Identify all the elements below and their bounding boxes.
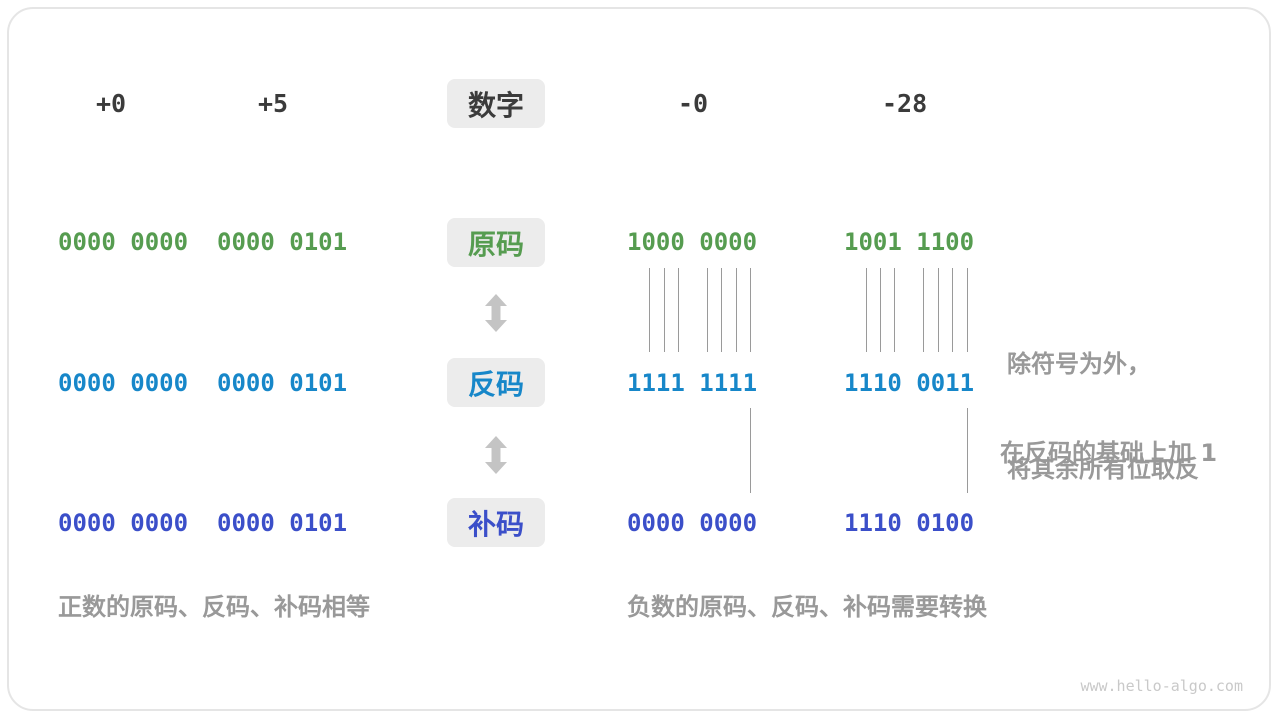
header-value-plus-0: +0: [96, 89, 127, 118]
header-value-plus-5: +5: [258, 89, 289, 118]
bit-connector-line: [952, 268, 953, 352]
number-chip: 数字: [447, 79, 545, 128]
header-value-minus-0: -0: [678, 89, 709, 118]
bit-connector-line: [678, 268, 679, 352]
bit-connector-line: [967, 268, 968, 352]
binary-twos-complement-minus0: 0000 0000: [627, 509, 758, 537]
bit-connector-line: [721, 268, 722, 352]
bit-connector-line: [707, 268, 708, 352]
binary-sign-magnitude-minus0: 1000 0000: [627, 228, 758, 256]
bit-connector-line: [880, 268, 881, 352]
invert-annotation-line1: 除符号为外，: [1007, 350, 1151, 378]
bit-connector-line: [923, 268, 924, 352]
bit-connector-line: [750, 268, 751, 352]
bit-connector-line: [866, 268, 867, 352]
twos-complement-chip: 补码: [447, 498, 545, 547]
binary-twos-complement-plus5: 0000 0101: [217, 509, 348, 537]
watermark: www.hello-algo.com: [1080, 677, 1243, 695]
bit-connector-line: [967, 408, 968, 493]
updown-arrow-icon: [485, 294, 507, 332]
negative-numbers-caption: 负数的原码、反码、补码需要转换: [627, 593, 987, 621]
invert-annotation: 除符号为外， 将其余所有位取反: [1007, 277, 1199, 557]
binary-ones-complement-minus28: 1110 0011: [844, 369, 975, 397]
bit-connector-line: [938, 268, 939, 352]
positive-numbers-caption: 正数的原码、反码、补码相等: [58, 593, 370, 621]
card-frame: [7, 7, 1271, 711]
binary-sign-magnitude-minus28: 1001 1100: [844, 228, 975, 256]
bit-connector-line: [664, 268, 665, 352]
add-one-annotation: 在反码的基础上加 1: [1000, 439, 1218, 467]
binary-ones-complement-plus0: 0000 0000: [58, 369, 189, 397]
binary-ones-complement-plus5: 0000 0101: [217, 369, 348, 397]
binary-twos-complement-plus0: 0000 0000: [58, 509, 189, 537]
binary-ones-complement-minus0: 1111 1111: [627, 369, 758, 397]
bit-connector-line: [649, 268, 650, 352]
binary-sign-magnitude-plus0: 0000 0000: [58, 228, 189, 256]
header-value-minus-28: -28: [882, 89, 928, 118]
ones-complement-chip: 反码: [447, 358, 545, 407]
sign-magnitude-chip: 原码: [447, 218, 545, 267]
updown-arrow-icon: [485, 436, 507, 474]
binary-twos-complement-minus28: 1110 0100: [844, 509, 975, 537]
bit-connector-line: [750, 408, 751, 493]
binary-sign-magnitude-plus5: 0000 0101: [217, 228, 348, 256]
invert-annotation-line2: 将其余所有位取反: [1007, 455, 1199, 483]
bit-connector-line: [894, 268, 895, 352]
bit-connector-line: [736, 268, 737, 352]
